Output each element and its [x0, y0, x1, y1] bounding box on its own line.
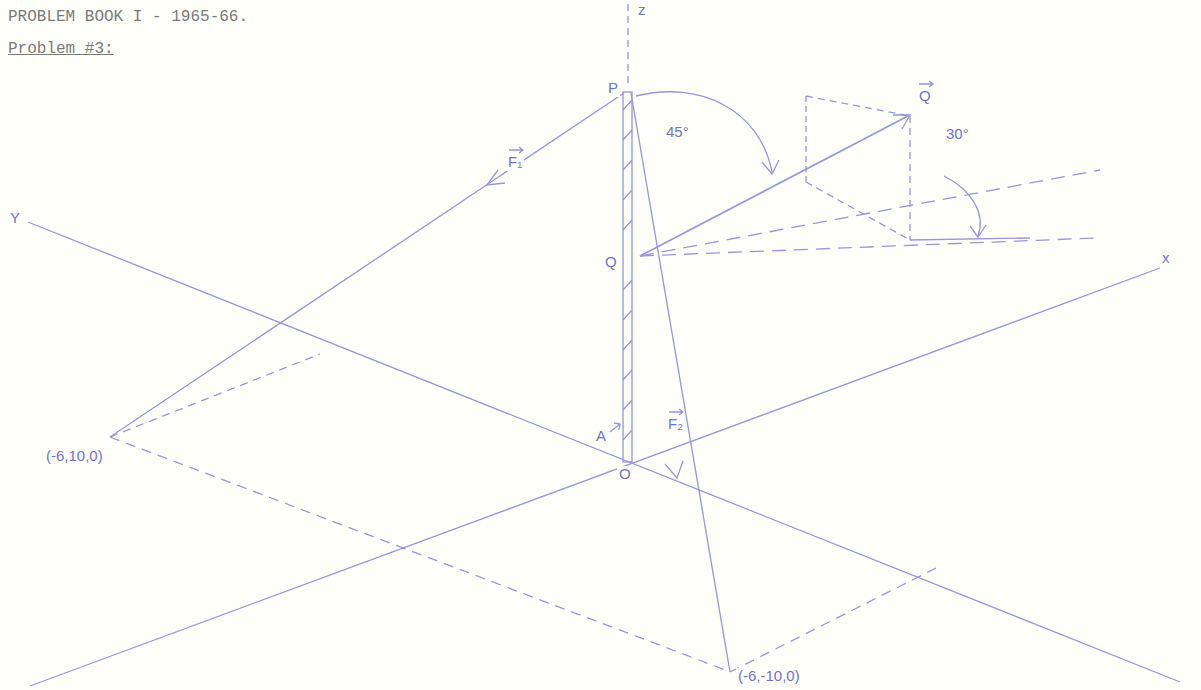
projection	[110, 354, 320, 437]
projection	[730, 568, 936, 672]
pole	[623, 92, 632, 462]
component-line	[909, 116, 910, 240]
pole-hatching	[623, 100, 632, 440]
component-line	[910, 238, 1030, 240]
axis-label: Y	[8, 210, 22, 227]
f2-arrowhead	[665, 461, 683, 478]
problem-number: Problem #3:	[8, 40, 114, 59]
vector-q-head	[893, 115, 910, 129]
angle-label: 45°	[664, 124, 691, 141]
angle-label: 30°	[944, 126, 971, 143]
force-label: F₁	[506, 154, 524, 171]
vector-mark	[509, 147, 523, 153]
axis-label: z	[636, 2, 648, 19]
vector-mark	[669, 409, 683, 415]
projection	[110, 437, 728, 671]
heading: PROBLEM BOOK I - 1965-66.	[8, 8, 248, 27]
angle-30-arc	[944, 176, 980, 236]
moment-label: A	[594, 428, 608, 445]
force-label: F₂	[666, 416, 685, 433]
horizontal-ref	[640, 238, 1095, 256]
f1-arrowhead	[487, 170, 505, 185]
vector-mark	[919, 81, 933, 87]
point-label: P	[606, 80, 620, 97]
coordinate-label: (-6,10,0)	[44, 448, 105, 465]
y-axis	[28, 222, 1180, 682]
reference-line	[640, 170, 1100, 256]
axis-label: x	[1160, 250, 1172, 267]
cable-f1	[110, 93, 624, 437]
x-axis	[30, 268, 1160, 686]
point-label: Q	[603, 254, 619, 271]
component-line	[805, 96, 806, 182]
angle-45-arc	[636, 92, 772, 172]
z-axis	[627, 4, 628, 88]
sketch-lines	[28, 4, 1180, 686]
angle-45-head	[762, 160, 779, 174]
cable-f2	[631, 93, 730, 672]
angle-30-head	[970, 225, 986, 237]
vector-q	[640, 116, 908, 256]
vector-label: Q	[917, 88, 933, 105]
component-line	[806, 96, 910, 116]
origin-label: O	[617, 466, 633, 483]
coordinate-label: (-6,-10,0)	[736, 668, 802, 685]
moment-pointer	[610, 423, 620, 432]
component-line	[806, 182, 910, 240]
